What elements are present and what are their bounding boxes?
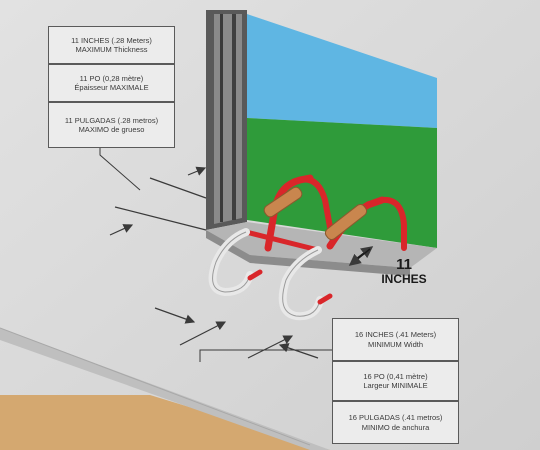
- dimension-arrow-11in-b: [348, 248, 371, 266]
- thickness-line-lower: [114, 206, 207, 231]
- sill-depth-unit: INCHES: [381, 272, 427, 286]
- width-arrow-right-2: [278, 343, 319, 359]
- sky: [247, 14, 437, 128]
- ladder-grip-left: [263, 186, 303, 218]
- width-leader: [199, 349, 332, 362]
- width-label-english-line2: MINIMUM Width: [368, 339, 423, 349]
- ladder-grip-right: [324, 204, 368, 240]
- thickness-label-french-line2: Épaisseur MAXIMALE: [74, 83, 149, 92]
- ladder-hook-tip-right: [317, 293, 333, 305]
- thickness-line-upper: [149, 177, 207, 199]
- thickness-label-english: 11 INCHES (.28 Meters) MAXIMUM Thickness: [48, 26, 175, 64]
- sill-depth-value: 11: [396, 256, 412, 273]
- width-label-english-line1: 16 INCHES (.41 Meters): [354, 330, 437, 339]
- thickness-label-french-line1: 11 PO (0,28 mètre): [79, 73, 144, 83]
- floor: [0, 395, 330, 450]
- sill-depth-callout: 11 INCHES: [369, 256, 439, 286]
- ladder-hook-tip-left: [247, 269, 263, 281]
- width-arrow-left-2: [179, 321, 227, 346]
- grass: [247, 118, 437, 248]
- width-label-spanish: 16 PULGADAS (.41 metros) MINIMO de anchu…: [332, 401, 459, 444]
- ladder-hook-white-right-outline: [282, 249, 321, 317]
- thickness-label-english-line2: MAXIMUM Thickness: [75, 45, 148, 54]
- baseboard: [0, 328, 330, 450]
- ladder-crossbar: [243, 229, 321, 253]
- width-label-french-line2: Largeur MINIMALE: [363, 381, 428, 390]
- thickness-arrow-1: [187, 166, 207, 176]
- thickness-label-spanish-line1: 11 PULGADAS (.28 metros): [64, 115, 159, 125]
- wall-edge: [0, 327, 311, 446]
- width-arrow-right-1: [247, 335, 294, 359]
- thickness-arrow-2: [109, 224, 134, 236]
- ladder-hook-white-left-outline: [212, 231, 251, 293]
- width-label-french: 16 PO (0,41 mètre) Largeur MINIMALE: [332, 361, 459, 401]
- width-label-spanish-line2: MINIMO de anchura: [361, 422, 430, 432]
- width-label-french-line1: 16 PO (0,41 mètre): [363, 371, 428, 381]
- width-label-spanish-line1: 16 PULGADAS (.41 metros): [348, 413, 443, 422]
- frame-stripe-1: [220, 14, 223, 222]
- thickness-leader: [99, 148, 141, 191]
- thickness-label-english-line1: 11 INCHES (.28 Meters): [71, 35, 152, 45]
- width-arrow-left-1: [154, 307, 196, 324]
- thickness-label-spanish-line2: MAXIMO de grueso: [78, 125, 145, 134]
- thickness-label-spanish: 11 PULGADAS (.28 metros) MAXIMO de grues…: [48, 102, 175, 148]
- window-sill-top: [206, 222, 437, 268]
- thickness-label-french: 11 PO (0,28 mètre) Épaisseur MAXIMALE: [48, 64, 175, 102]
- width-label-english: 16 INCHES (.41 Meters) MINIMUM Width: [332, 318, 459, 361]
- ladder-hook-right-back: [379, 196, 407, 251]
- window-frame-inner: [214, 14, 242, 224]
- frame-stripe-2: [232, 14, 236, 220]
- ladder-hook-left-back: [297, 176, 335, 241]
